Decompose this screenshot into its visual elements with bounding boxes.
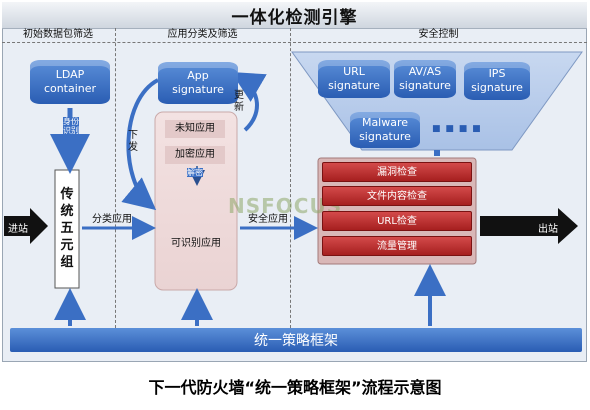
diagram-caption: 下一代防火墙“统一策略框架”流程示意图 [148,378,442,397]
section-initial-filter: 初始数据包筛选 [23,29,93,40]
more-signatures-dots: ■ ■ ■ ■ [432,124,482,134]
traffic-management: 流量管理 [322,236,472,256]
update-label: 更新 [234,90,244,113]
header-divider [2,42,587,43]
unknown-app: 未知应用 [165,120,225,138]
vuln-check: 漏洞检查 [322,162,472,182]
inbound-arrow [4,208,48,244]
url-check: URL检查 [322,211,472,231]
classify-label: 分类应用 [92,214,132,225]
issue-arrow [121,78,160,211]
diagram-title: 一体化检测引擎 [2,2,587,29]
file-content-check: 文件内容检查 [322,186,472,206]
identifiable-app: 可识别应用 [171,238,221,249]
section-divider [290,28,291,328]
section-divider [115,28,116,328]
outbound-arrow [480,208,578,244]
unified-policy-bar: 统一策略框架 [10,328,582,352]
app-column [154,111,238,291]
secure-app-label: 安全应用 [248,214,288,225]
identity-tag: 身份识别 [63,117,79,135]
decrypt-tag: 解密 [187,168,203,177]
five-tuple-label: 传统五元组 [60,187,74,270]
outbound-label: 出站 [538,224,558,235]
update-arrow [231,71,267,132]
section-app-classification: 应用分类及筛选 [167,29,238,40]
inbound-label: 进站 [8,224,28,235]
issue-label: 下发 [128,130,138,153]
section-security-control: 安全控制 [418,29,459,40]
encrypted-app: 加密应用 [165,146,225,164]
